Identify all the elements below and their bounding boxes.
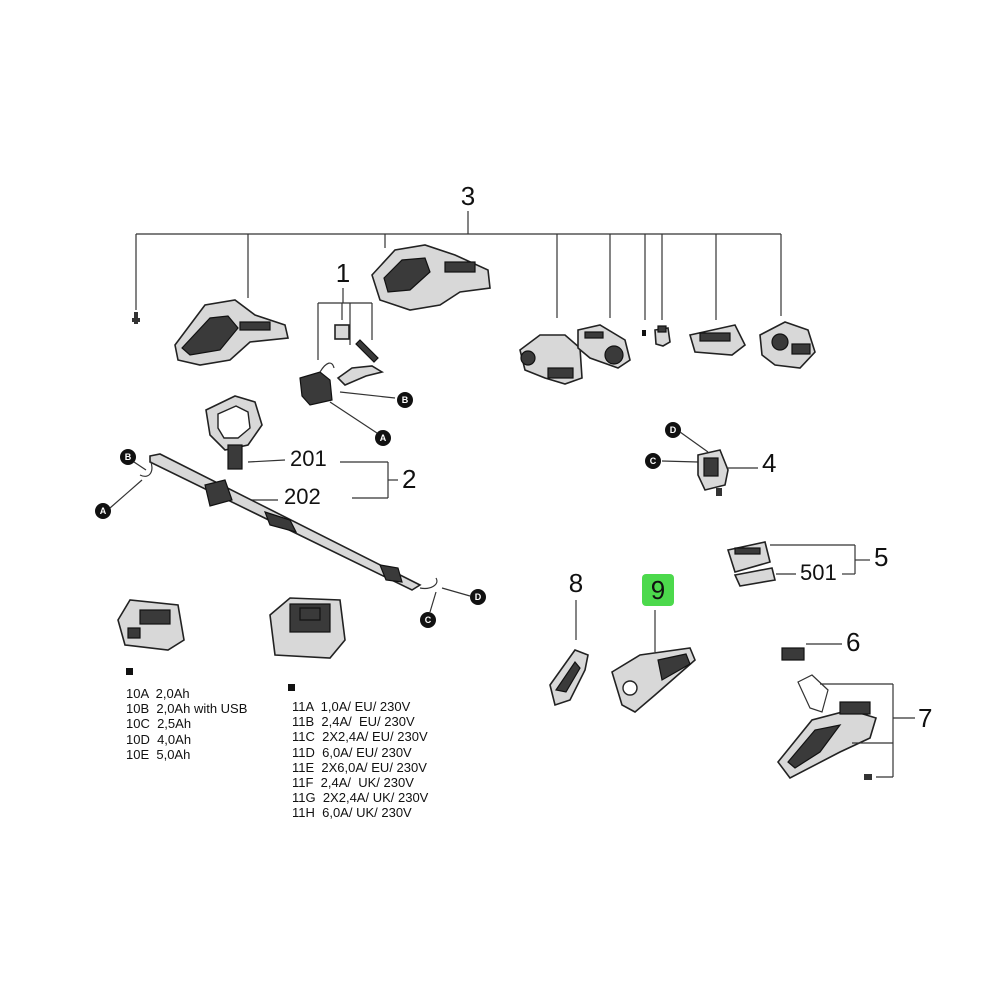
tool-part-8 [549,649,589,707]
battery-pack [117,599,185,651]
callout-202: 202 [284,484,321,509]
connector-c-left: C [420,612,436,628]
charger-item: 11G 2X2,4A/ UK/ 230V [292,790,429,806]
spool-part [781,647,805,661]
charger-unit [269,597,346,659]
connector-c-right: C [645,453,661,469]
charger-item: 11A 1,0A/ EU/ 230V [292,699,411,714]
charger-item: 11B 2,4A/ EU/ 230V [292,714,415,730]
connector-b-top: B [397,392,413,408]
battery-marker [126,668,133,675]
connector-d-right: D [665,422,681,438]
switch-part [299,324,385,406]
head-housing [759,321,816,369]
svg-text:B: B [402,395,409,405]
callout-4: 4 [762,448,776,478]
svg-text:A: A [380,433,387,443]
guard-assembly [776,674,877,780]
connector-a-left: A [95,503,111,519]
battery-item: 10C 2,5Ah [126,716,192,732]
battery-item: 10D 4,0Ah [126,731,192,747]
housing-half-top [371,244,491,311]
callout-1: 1 [336,258,350,288]
group-1-bracket [317,288,373,360]
motor-housing-front [519,334,583,385]
charger-item: 11F 2,4A/ UK/ 230V [292,775,414,791]
callout-201: 201 [290,446,327,471]
battery-list: 10A 2,0Ah 10B 2,0Ah with USB 10C 2,5Ah 1… [126,686,247,762]
battery-item: 10A 2,0Ah [126,686,190,701]
motor-part [697,449,729,496]
charger-item: 11C 2X2,4A/ EU/ 230V [292,729,428,745]
callout-6: 6 [846,627,860,657]
svg-text:C: C [650,456,657,466]
charger-list: 11A 1,0A/ EU/ 230V 11B 2,4A/ EU/ 230V 11… [292,699,428,821]
callout-2: 2 [402,464,416,494]
callout-9-highlighted: 9 [642,574,674,606]
clip-part [654,325,671,347]
callout-8: 8 [569,568,583,598]
callout-5: 5 [874,542,888,572]
battery-item: 10B 2,0Ah with USB [126,701,248,717]
svg-text:D: D [475,592,482,602]
screw-part [132,312,140,324]
charger-item: 11D 6,0A/ EU/ 230V [292,744,412,760]
front-handle [205,395,263,470]
motor-housing-cover [577,324,631,369]
group-3-bracket [135,211,782,320]
small-pin [642,330,646,336]
svg-text:B: B [125,452,132,462]
charger-marker [288,684,295,691]
tool-part-9 [611,647,696,713]
charger-item: 11H 6,0A/ UK/ 230V [292,805,412,821]
svg-text:A: A [100,506,107,516]
battery-item: 10E 5,0Ah [126,746,191,762]
gear-housing [688,324,747,356]
blade-guard-part [726,541,776,587]
svg-text:D: D [670,425,677,435]
connector-a-top: A [375,430,391,446]
callout-7: 7 [918,703,932,733]
charger-item: 11E 2X6,0A/ EU/ 230V [292,759,427,775]
connector-b-left: B [120,449,136,465]
callout-501: 501 [800,560,837,585]
housing-half-left [174,299,289,366]
connector-d-left: D [470,589,486,605]
callout-3: 3 [461,181,475,211]
shaft-tube [149,453,422,591]
svg-text:C: C [425,615,432,625]
